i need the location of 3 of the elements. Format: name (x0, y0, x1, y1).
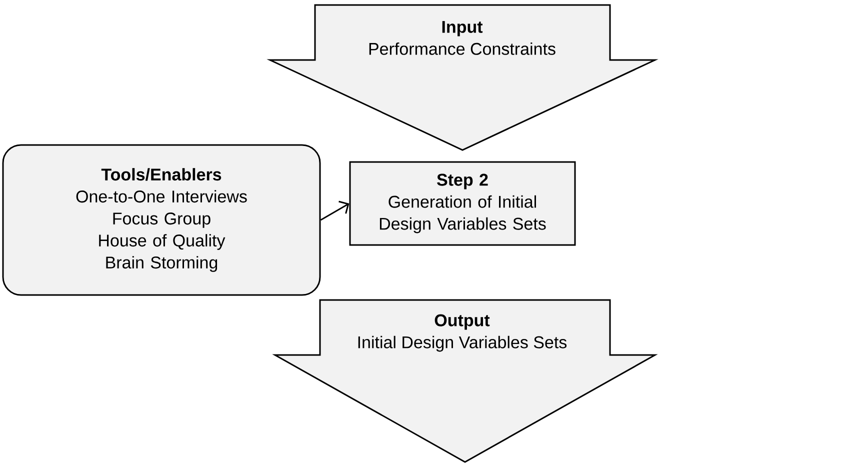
process-box: Step 2 Generation of Initial Design Variables Sets (349, 161, 576, 246)
arrow (320, 200, 350, 221)
rounded-box: Tools/Enablers One-to-One Interviews Focus Group House of Quality Brain Storming (2, 144, 321, 296)
